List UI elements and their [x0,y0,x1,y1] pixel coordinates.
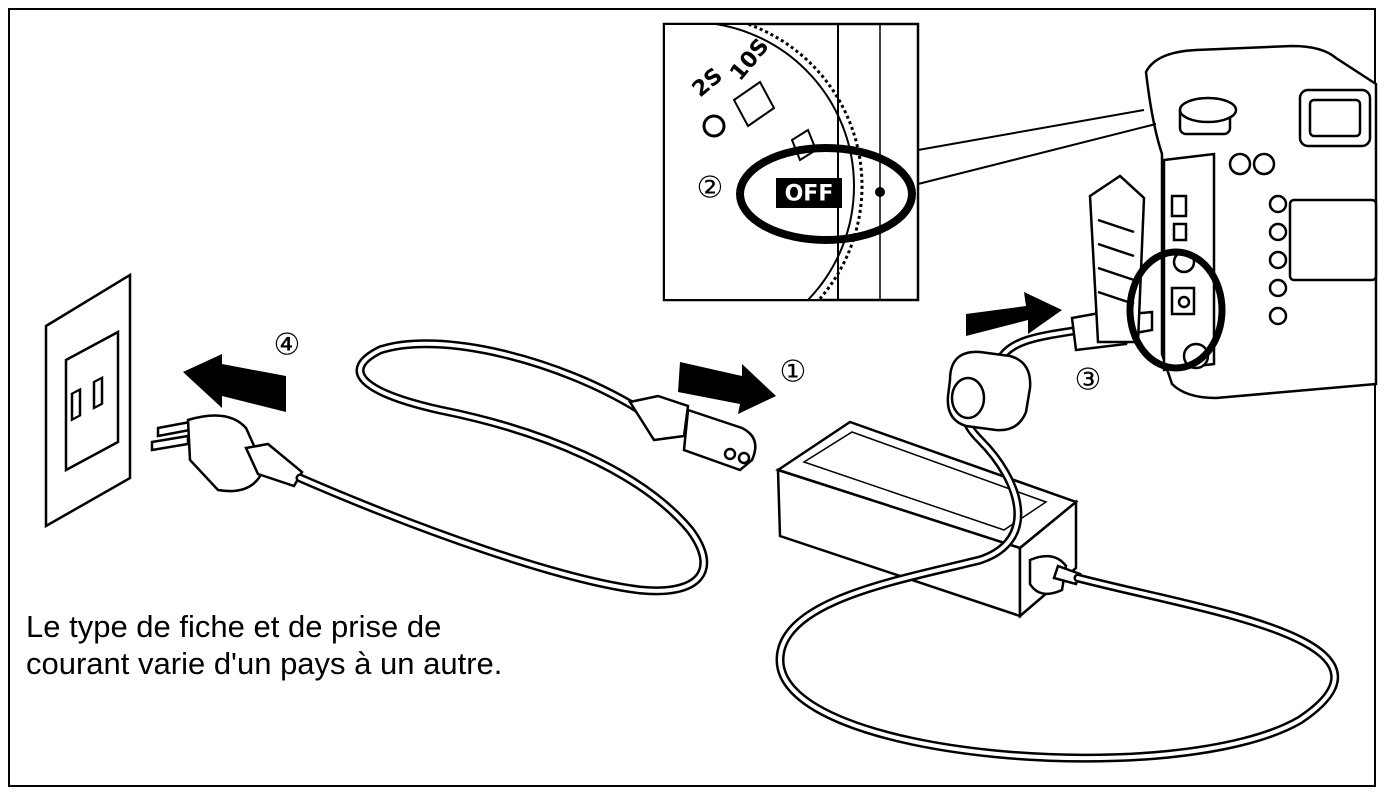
self-timer-icon [702,114,726,138]
caption-line-2: courant varie d'un pays à un autre. [26,646,503,681]
wall-outlet [44,272,132,529]
inset-callout-lines [917,109,1157,185]
terminal-cover [1088,174,1146,344]
off-label: OFF [785,182,834,207]
arrow-to-outlet [183,354,286,412]
off-highlight [736,144,916,244]
camera-body [1144,44,1378,400]
mains-plug [150,414,304,493]
ferrite-core [946,350,1032,432]
step-3-label: ③ [1075,363,1102,398]
appliance-connector [627,394,757,472]
caption-line-1: Le type de fiche et de prise de [26,609,442,644]
arrow-to-adapter [678,362,776,414]
arrow-to-camera [966,292,1062,336]
step-2-label: ② [697,171,724,206]
ac-adapter [775,420,1082,619]
step-4-label: ④ [274,328,301,363]
power-switch-inset: 2S 10S OFF ② [662,22,920,302]
dc-in-highlight [1126,248,1226,372]
plug-note-caption: Le type de fiche et de prise de courant … [26,608,502,682]
step-1-label: ① [780,355,807,390]
